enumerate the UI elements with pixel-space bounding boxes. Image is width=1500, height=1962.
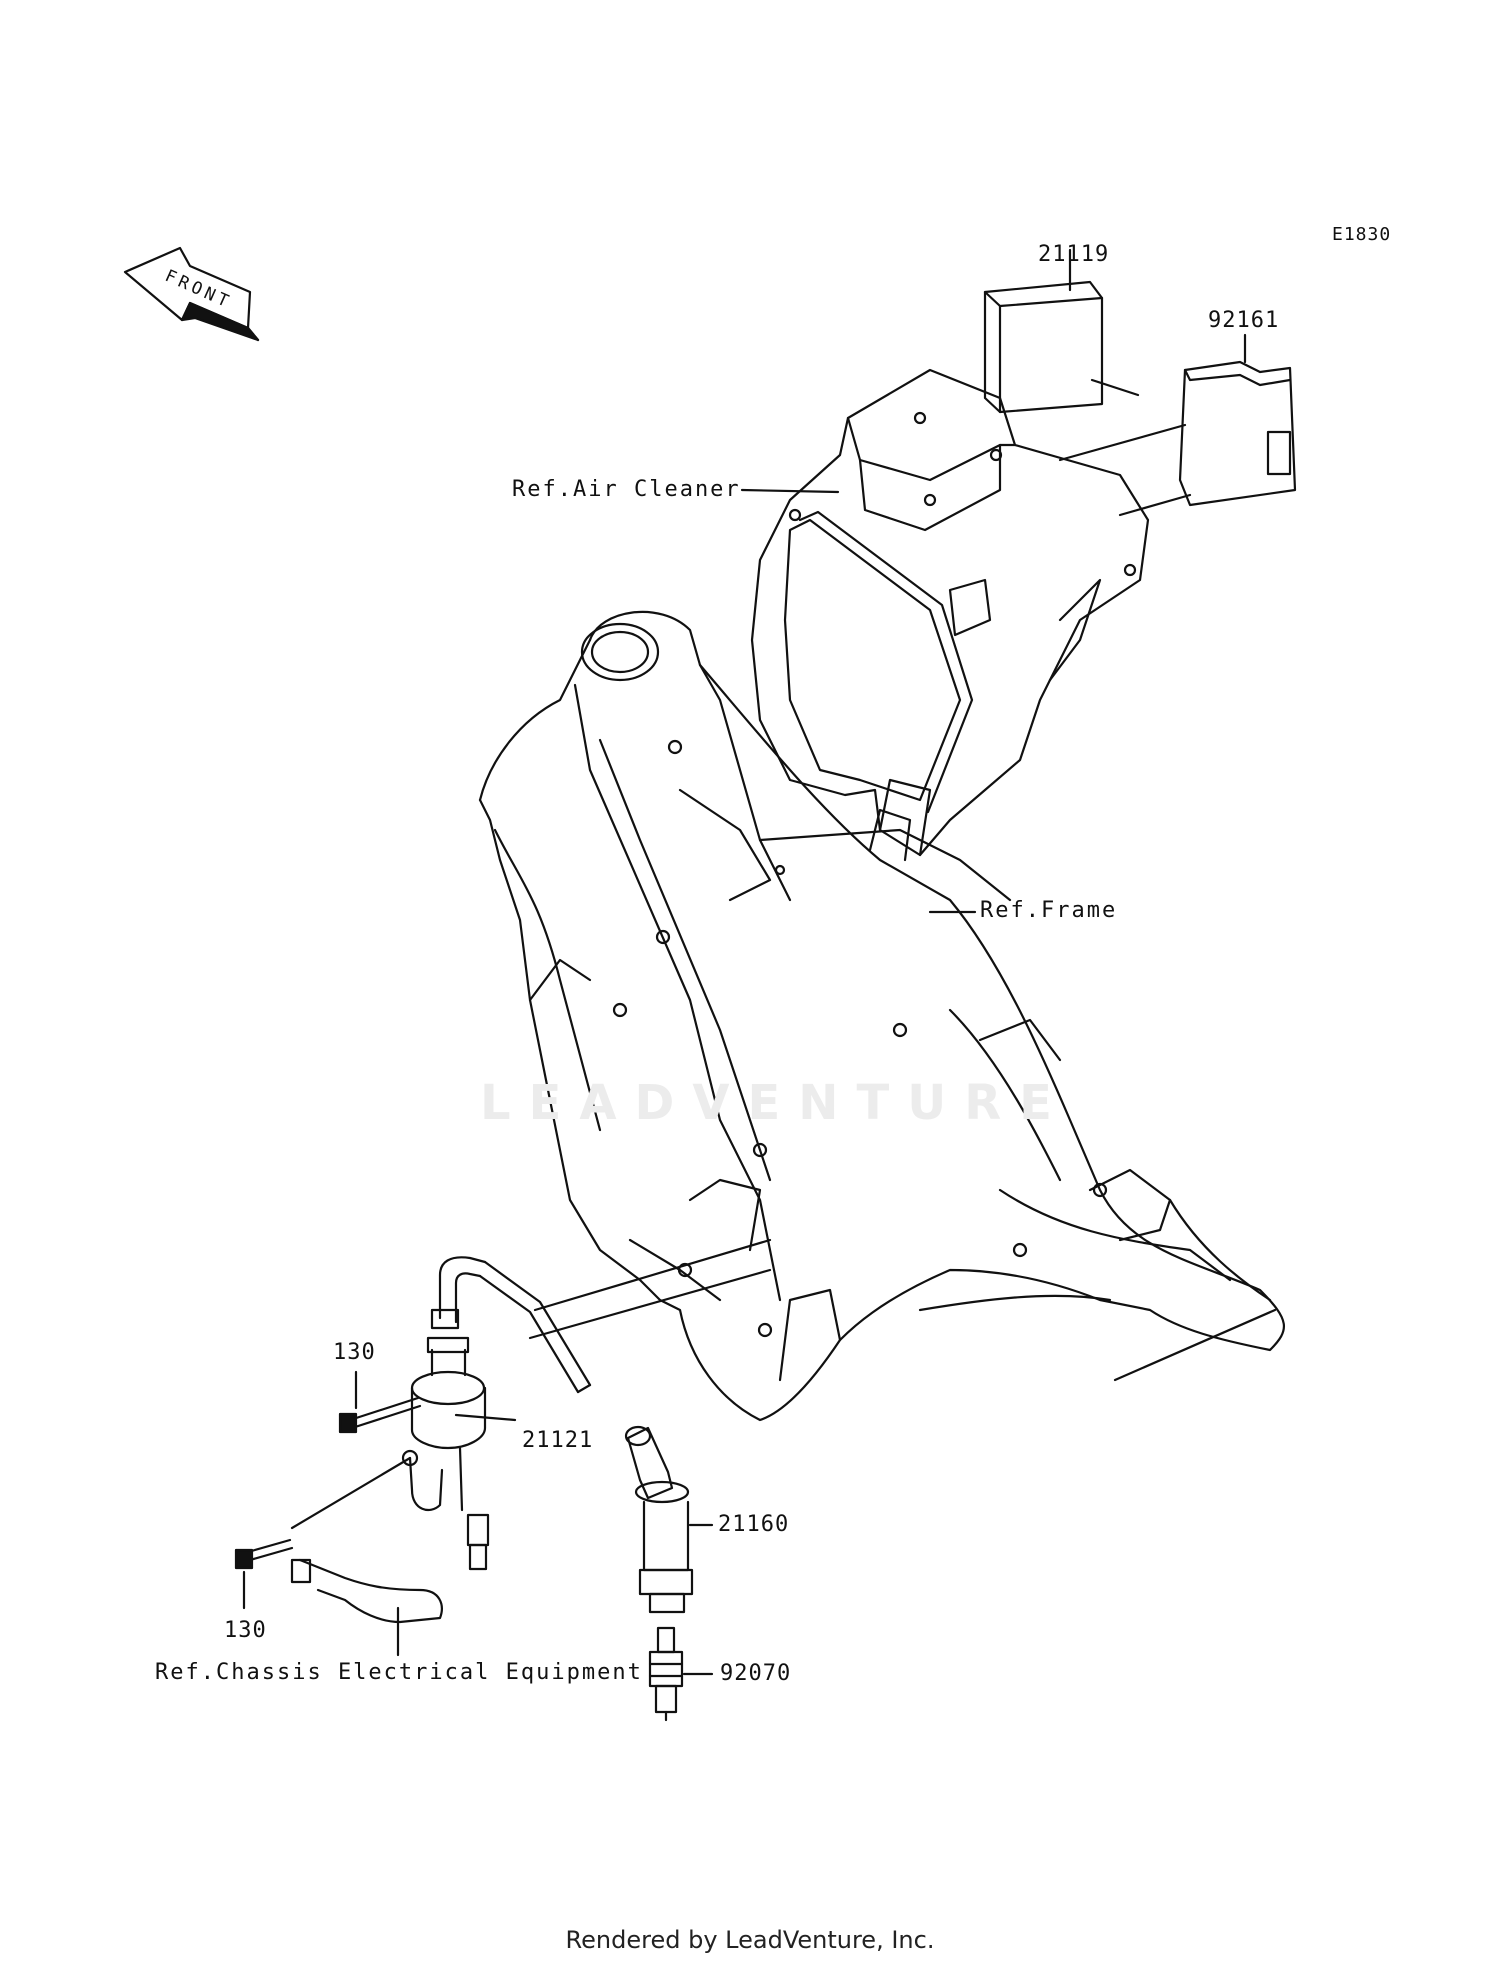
air-cleaner-housing-shape	[740, 368, 1150, 857]
callout-21121[interactable]: 21121	[522, 1428, 594, 1453]
frame-shape	[478, 610, 1286, 1422]
holder-92161-shape	[1058, 333, 1297, 517]
callout-92161[interactable]: 92161	[1208, 308, 1280, 333]
watermark-text: LEADVENTURE	[480, 1075, 1070, 1131]
ref-frame[interactable]: Ref.Frame	[980, 898, 1118, 923]
callout-130-bottom[interactable]: 130	[224, 1618, 267, 1643]
footer-text: Rendered by LeadVenture, Inc.	[565, 1926, 935, 1954]
callout-92070[interactable]: 92070	[720, 1661, 792, 1686]
ref-air-cleaner[interactable]: Ref.Air Cleaner	[512, 477, 741, 502]
ref-chassis-electrical[interactable]: Ref.Chassis Electrical Equipment	[155, 1660, 643, 1685]
module-21119-shape	[983, 248, 1140, 414]
callout-130-top[interactable]: 130	[333, 1340, 376, 1365]
diagram-code: E1830	[1332, 224, 1392, 245]
front-arrow-icon	[123, 246, 260, 342]
spark-plug-92070-shape	[648, 1626, 714, 1722]
callout-21119[interactable]: 21119	[1038, 242, 1110, 267]
plug-cap-21160-shape	[624, 1425, 714, 1614]
chassis-harness-shape	[290, 1558, 443, 1657]
bolt-130-top-shape	[338, 1370, 422, 1434]
ignition-coil-21121-shape	[290, 1238, 772, 1571]
callout-21160[interactable]: 21160	[718, 1512, 790, 1537]
bolt-130-bottom-shape	[234, 1538, 294, 1610]
